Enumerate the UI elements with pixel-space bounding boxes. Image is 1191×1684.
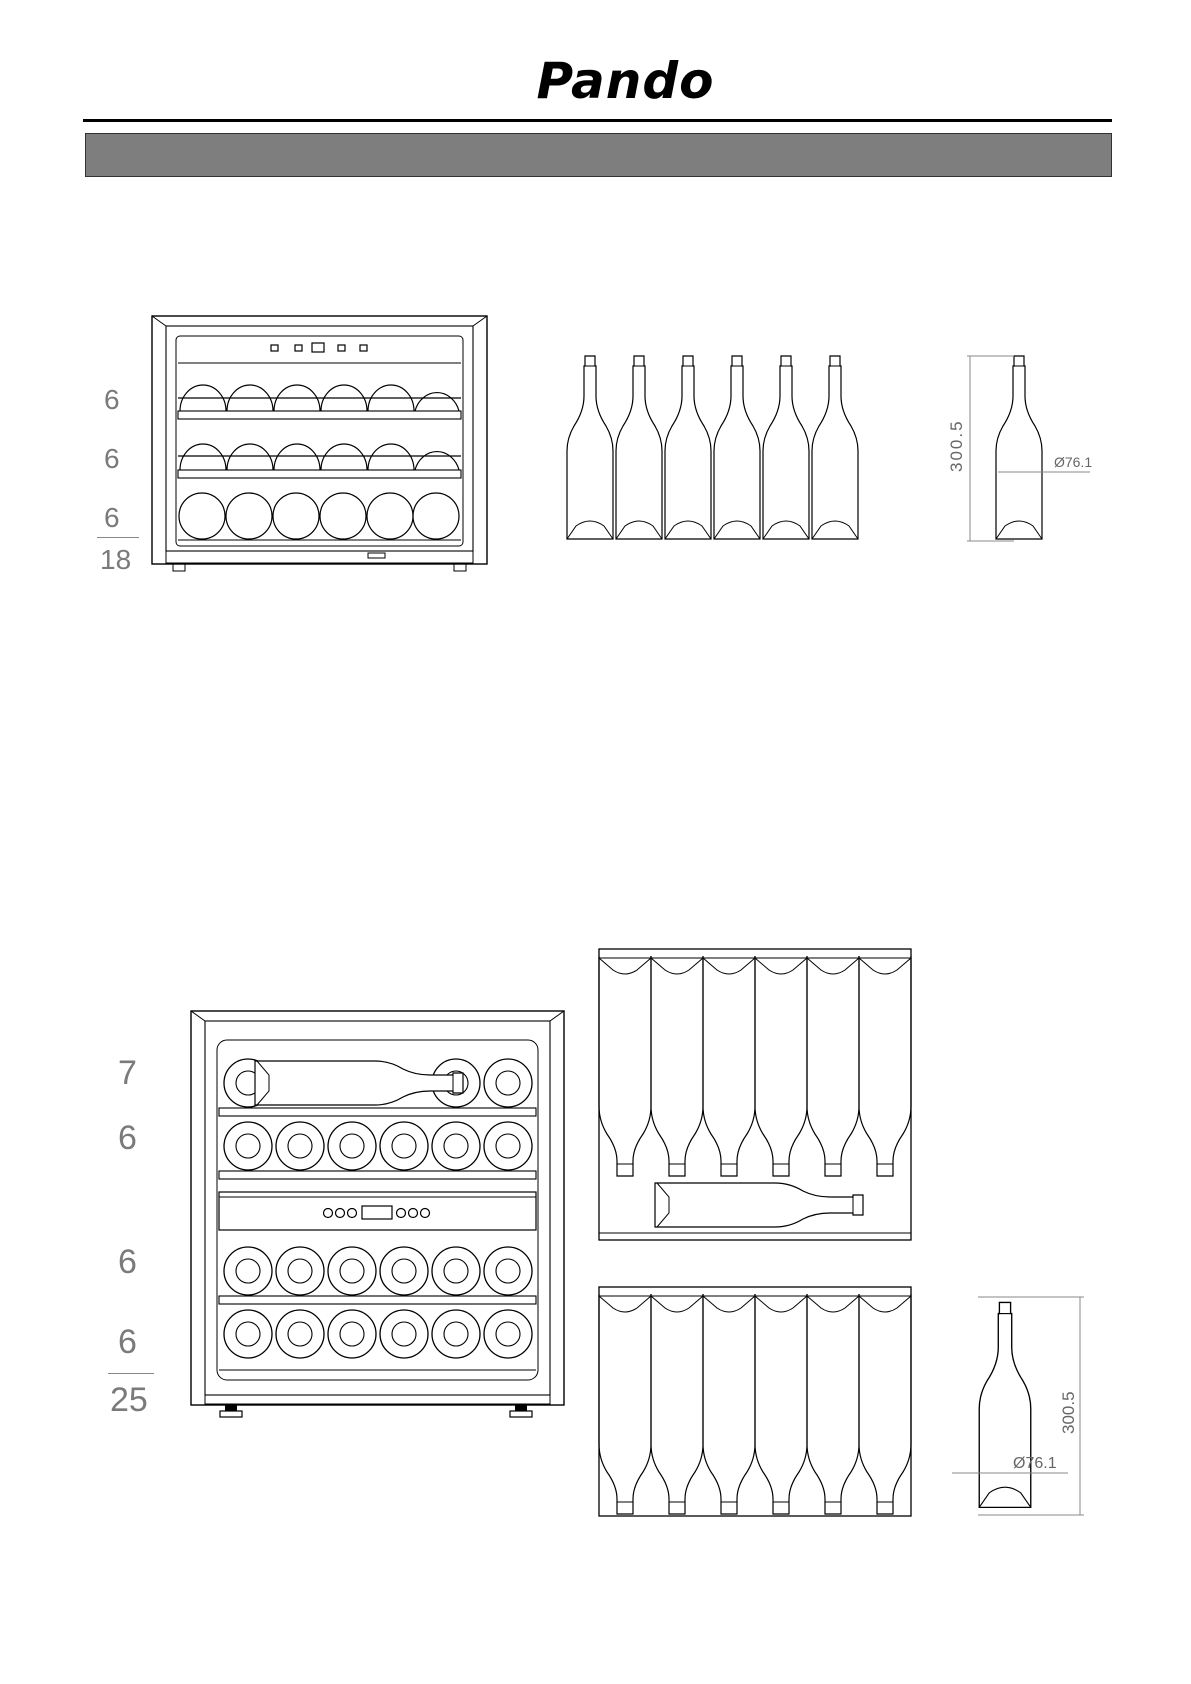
diameter-label: Ø76.1 [1013,1455,1057,1472]
cabinet-2-drawing [191,1011,564,1417]
cabinet-1-drawing [152,316,487,571]
bottle-dimension-2: Ø76.1 300.5 [952,1297,1084,1515]
height-label: 300.5 [1059,1391,1078,1434]
rack-view-bottom [599,1287,911,1516]
height-label: 300.5 [947,419,966,472]
bottle-row-1 [567,356,858,539]
bottle-dimension-1: Ø76.1 300.5 [947,356,1092,541]
rack-view-top [599,949,911,1240]
diameter-label: Ø76.1 [1054,454,1092,470]
